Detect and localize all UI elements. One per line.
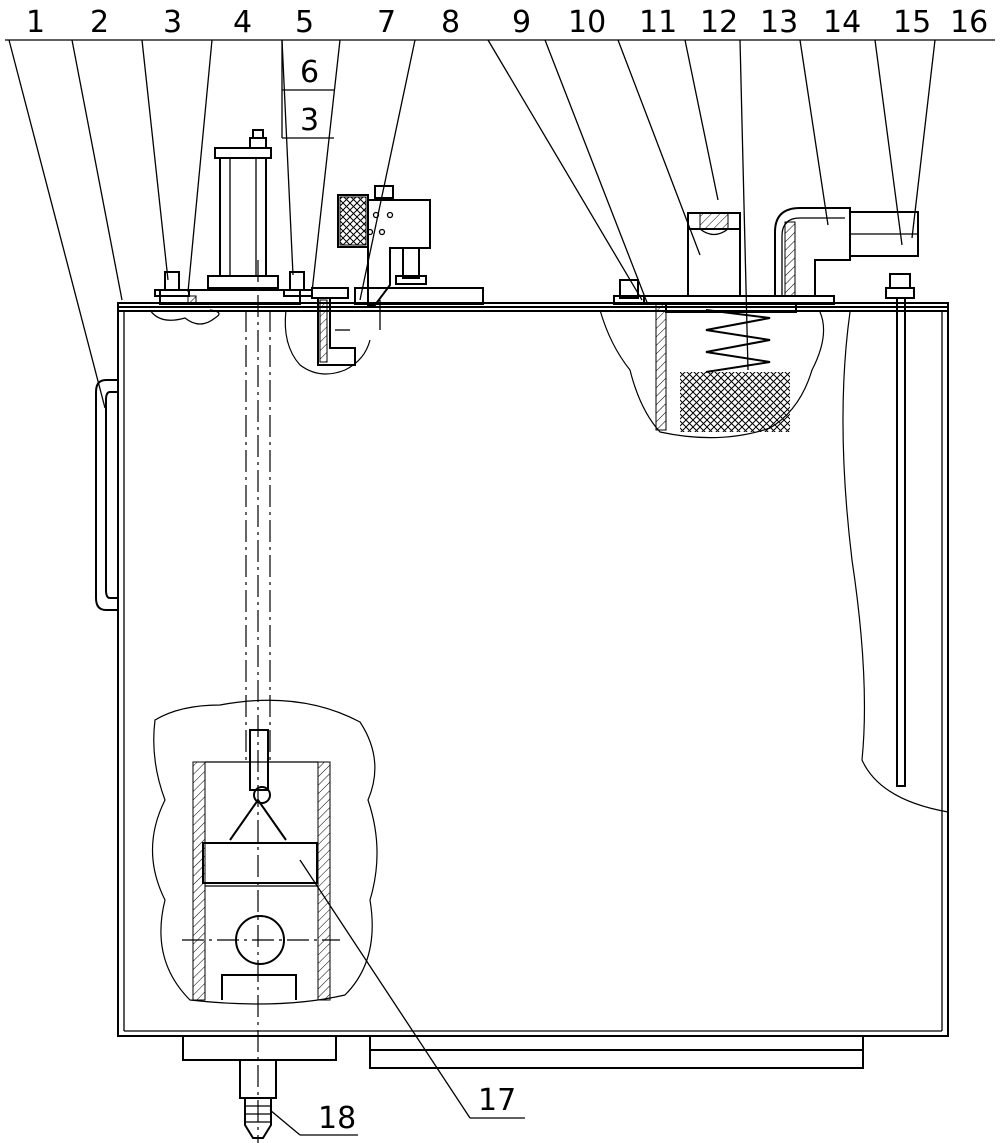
level-rod [842, 273, 949, 813]
label-8: 8 [441, 5, 460, 40]
label-18: 18 [318, 1101, 356, 1136]
top-cylinder [154, 129, 313, 305]
label-10: 10 [568, 5, 606, 40]
label-5: 5 [295, 5, 314, 40]
label-4: 4 [233, 5, 252, 40]
label-15: 15 [893, 5, 931, 40]
label-12: 12 [700, 5, 738, 40]
label-row: 1 2 3 4 5 7 8 9 10 11 12 13 14 15 16 6 3 [5, 5, 995, 139]
label-1: 1 [26, 5, 45, 40]
spring [705, 309, 771, 373]
label-2: 2 [90, 5, 109, 40]
side-handle [95, 379, 118, 611]
elbow-pipe [774, 207, 919, 297]
base [182, 1035, 864, 1069]
label-9: 9 [512, 5, 531, 40]
filter-assembly [599, 212, 835, 439]
label-3-second: 3 [300, 103, 319, 138]
label-13: 13 [760, 5, 798, 40]
leader-lines [8, 39, 936, 409]
lower-cylinder: 17 [152, 699, 525, 1119]
label-7: 7 [377, 5, 396, 40]
label-16: 16 [950, 5, 988, 40]
label-11: 11 [639, 5, 677, 40]
label-3: 3 [163, 5, 182, 40]
breakout-left [149, 309, 220, 325]
label-17: 17 [478, 1083, 516, 1118]
label-14: 14 [823, 5, 861, 40]
label-6: 6 [300, 55, 319, 90]
tank-body [117, 302, 949, 1037]
valve-assembly [311, 185, 484, 366]
drain-fitting: 18 [239, 1059, 358, 1139]
